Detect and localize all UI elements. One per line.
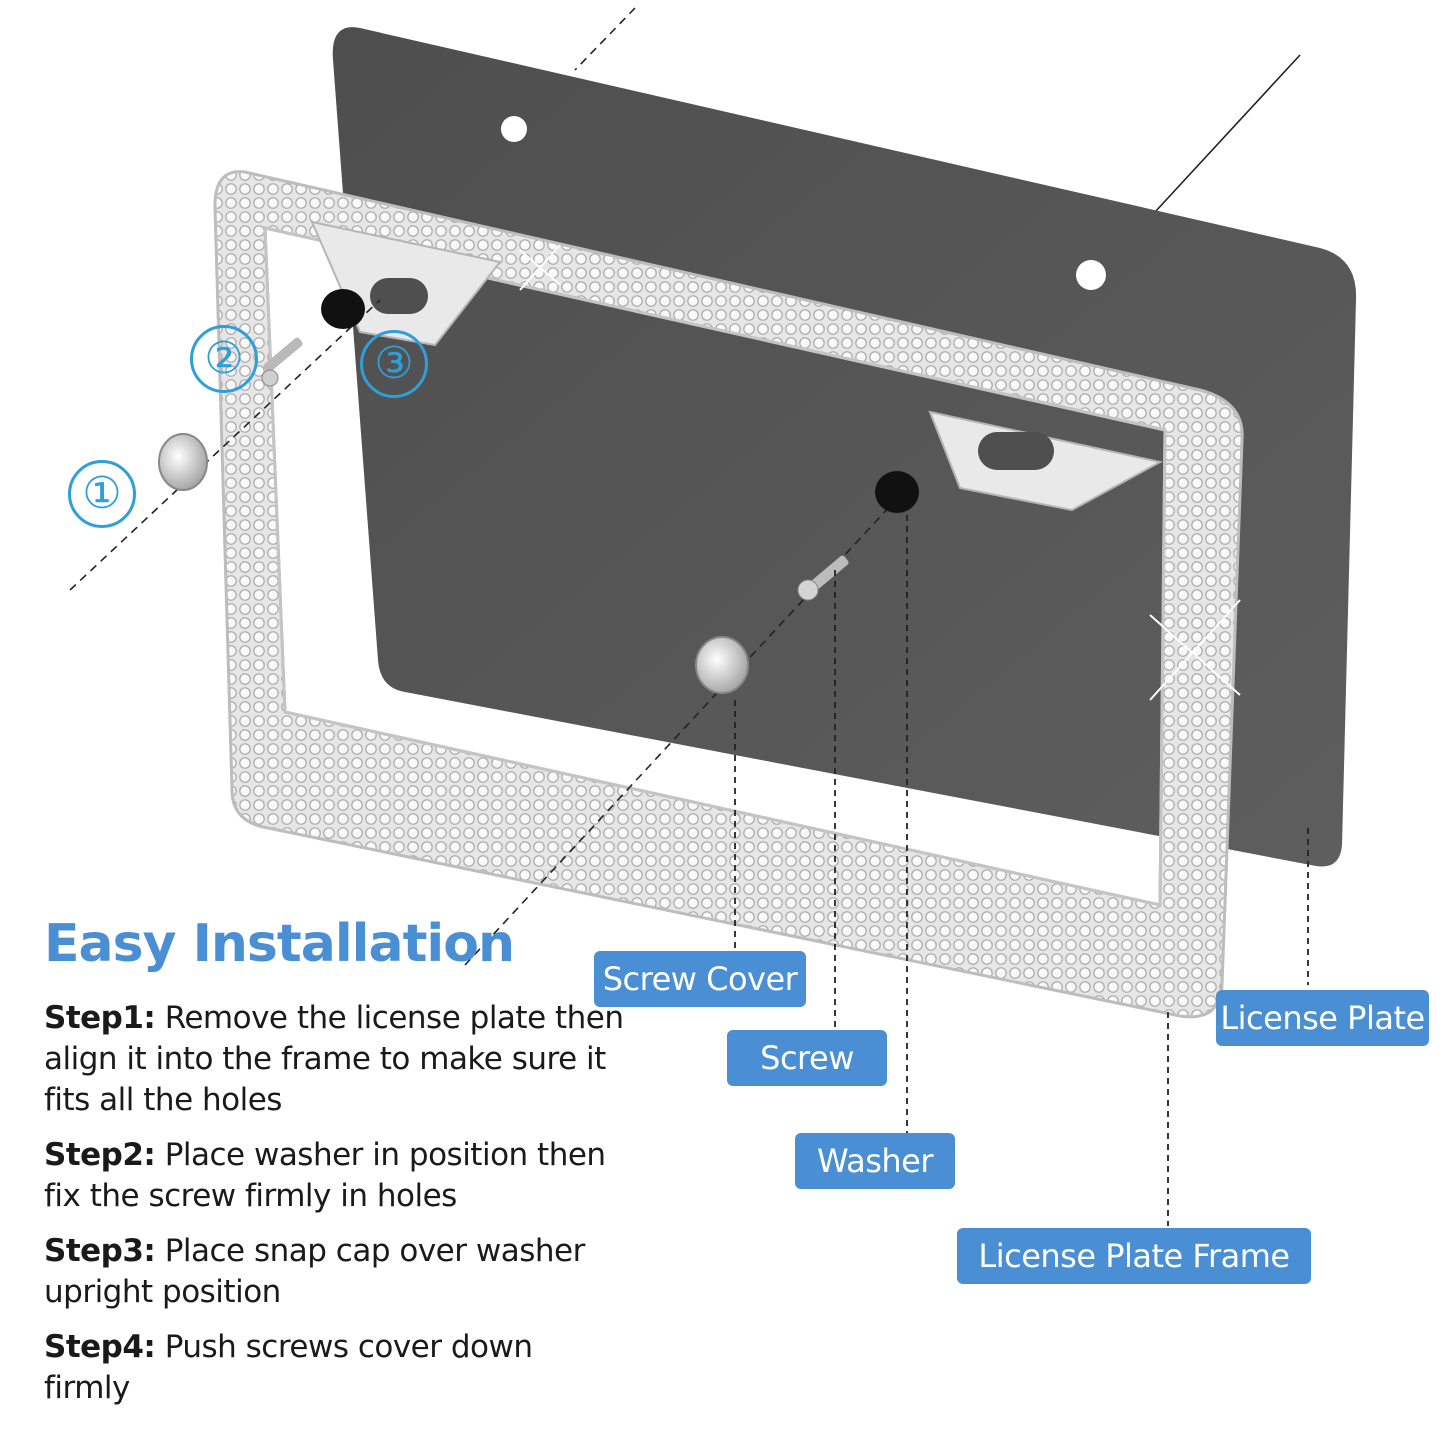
callout-washer: Washer [795, 1133, 955, 1189]
callout-screw: Screw [727, 1030, 887, 1086]
callout-license-plate: License Plate [1216, 990, 1429, 1046]
sparkle-decorations [519, 244, 1241, 701]
right-hardware [464, 471, 919, 966]
step-text: Push screws cover down firmly [44, 1329, 533, 1406]
step-label: Step2: [44, 1137, 156, 1173]
plate-hole-top-right [1076, 260, 1106, 290]
marker-three: ③ [360, 330, 428, 398]
screw-cover-left-icon [158, 433, 208, 491]
step-2: Step2: Place washer in position then fix… [44, 1135, 624, 1217]
plate-hole-top-left [501, 116, 527, 142]
step-text: Place washer in position then fix the sc… [44, 1137, 606, 1214]
page-title: Easy Installation [44, 914, 515, 974]
callout-screw-cover: Screw Cover [594, 951, 806, 1007]
step-text: Place snap cap over washer upright posit… [44, 1233, 585, 1310]
step-label: Step1: [44, 1000, 156, 1036]
step-text: Remove the license plate then align it i… [44, 1000, 624, 1118]
callout-license-plate-frame: License Plate Frame [957, 1228, 1311, 1284]
left-hardware [69, 289, 381, 591]
washer-left-icon [321, 289, 365, 329]
step-4: Step4: Push screws cover down firmly [44, 1327, 624, 1409]
marker-two: ② [190, 325, 258, 393]
step-label: Step3: [44, 1233, 156, 1269]
callout-leaders [734, 515, 1309, 1226]
screw-cover-icon [695, 636, 749, 694]
step-3: Step3: Place snap cap over washer uprigh… [44, 1231, 624, 1313]
steps-list: Step1: Remove the license plate then ali… [44, 998, 624, 1423]
license-plate [332, 27, 1357, 867]
marker-one: ① [68, 460, 136, 528]
washer-icon [875, 471, 919, 513]
step-label: Step4: [44, 1329, 156, 1365]
step-1: Step1: Remove the license plate then ali… [44, 998, 624, 1121]
